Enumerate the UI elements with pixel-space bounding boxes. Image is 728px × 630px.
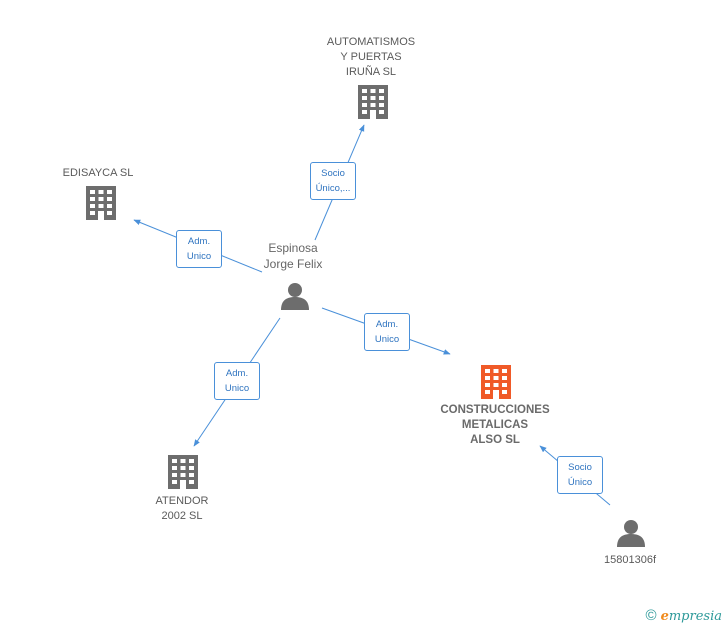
node-label-atendor[interactable]: ATENDOR 2002 SL	[155, 495, 209, 522]
person-icon[interactable]	[617, 520, 645, 547]
brand-name: mpresia	[668, 609, 722, 624]
brand-logo: ©empresia	[646, 607, 722, 624]
node-label-construcciones[interactable]: CONSTRUCCIONES METALICAS ALSO SL	[440, 404, 550, 446]
node-label-15801306f[interactable]: 15801306f	[604, 554, 656, 566]
brand-initial: e	[660, 609, 669, 624]
person-icon[interactable]	[281, 283, 309, 310]
edge-label-to-automatismos[interactable]: Socio Único,...	[310, 162, 356, 200]
node-label-espinosa[interactable]: Espinosa Jorge Felix	[263, 241, 323, 271]
copyright-icon: ©	[645, 607, 657, 624]
edge-label-to-construcciones[interactable]: Adm. Unico	[364, 313, 410, 351]
building-icon[interactable]	[358, 85, 388, 119]
node-label-edisayca[interactable]: EDISAYCA SL	[62, 167, 134, 179]
node-label-automatismos[interactable]: AUTOMATISMOS Y PUERTAS IRUÑA SL	[326, 36, 416, 78]
building-icon[interactable]	[168, 455, 198, 489]
building-icon[interactable]	[481, 365, 511, 399]
edge-label-to-edisayca[interactable]: Adm. Unico	[176, 230, 222, 268]
edge-label-p15801306f-to-construcciones[interactable]: Socio Único	[557, 456, 603, 494]
building-icon[interactable]	[86, 186, 116, 220]
edge-label-to-atendor[interactable]: Adm. Unico	[214, 362, 260, 400]
